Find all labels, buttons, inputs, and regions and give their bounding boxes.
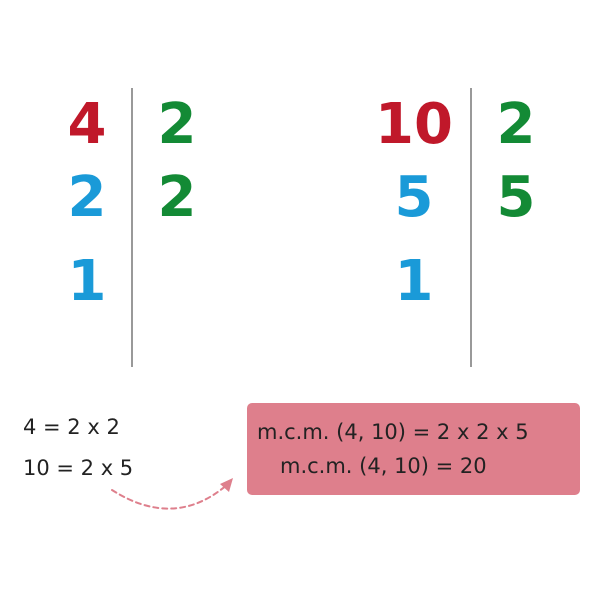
left-dividend-3: 1 [67, 249, 107, 314]
right-dividend-3: 1 [394, 249, 434, 314]
right-dividend-1: 10 [375, 92, 453, 157]
factorization-10: 10 = 2 x 5 [23, 456, 134, 480]
right-dividend-2: 5 [394, 165, 434, 230]
factorization-4: 4 = 2 x 2 [23, 415, 120, 439]
left-divisor-1: 2 [157, 92, 197, 157]
left-dividend-2: 2 [67, 165, 107, 230]
lcm-expression: m.c.m. (4, 10) = 2 x 2 x 5 [257, 420, 529, 444]
lcm-result: m.c.m. (4, 10) = 20 [280, 454, 487, 478]
result-box [247, 403, 580, 495]
right-divisor-2: 5 [496, 165, 536, 230]
left-divider-line [131, 88, 133, 367]
right-divisor-1: 2 [496, 92, 536, 157]
left-divisor-2: 2 [157, 165, 197, 230]
right-divider-line [470, 88, 472, 367]
left-dividend-1: 4 [67, 92, 107, 157]
